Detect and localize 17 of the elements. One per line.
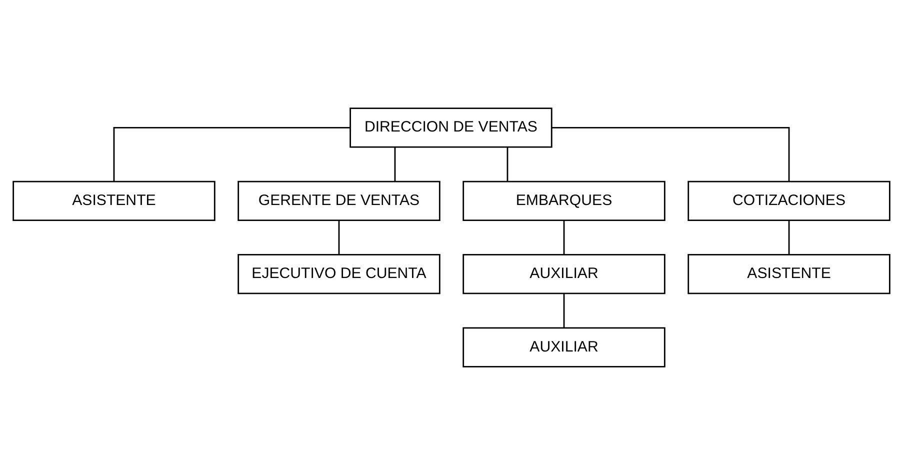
node-box: GERENTE DE VENTAS bbox=[238, 180, 440, 221]
node-box: AUXILIAR bbox=[462, 327, 666, 368]
connector bbox=[338, 220, 340, 254]
connector bbox=[394, 147, 396, 182]
connector bbox=[552, 126, 790, 182]
connector bbox=[788, 220, 790, 254]
connector bbox=[563, 294, 565, 328]
node-box: COTIZACIONES bbox=[688, 180, 890, 221]
connector bbox=[563, 220, 565, 254]
connector bbox=[506, 147, 508, 182]
node-box: ASISTENTE bbox=[12, 180, 216, 221]
connector bbox=[113, 126, 350, 182]
node-box: EJECUTIVO DE CUENTA bbox=[238, 254, 440, 294]
node-box: ASISTENTE bbox=[688, 254, 890, 294]
node-box: AUXILIAR bbox=[462, 254, 666, 294]
node-box: EMBARQUES bbox=[462, 180, 666, 221]
node-box: DIRECCION DE VENTAS bbox=[350, 108, 552, 148]
